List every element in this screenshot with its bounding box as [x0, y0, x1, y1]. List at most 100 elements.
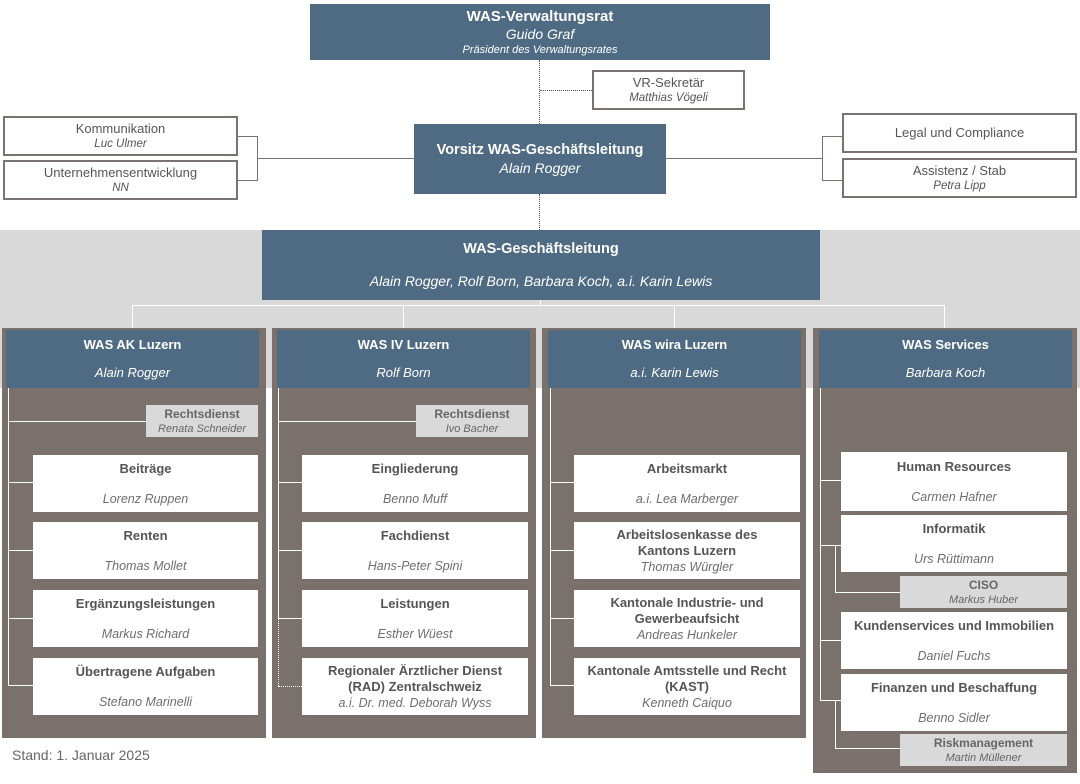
unit-box: Leistungen Esther Wüest	[302, 590, 528, 647]
org-connector	[278, 388, 279, 618]
management-title: WAS-Geschäftsleitung	[463, 241, 619, 257]
column-header: WAS wira Luzern a.i. Karin Lewis	[548, 330, 801, 388]
footer-date: Stand: 1. Januar 2025	[12, 747, 150, 763]
unit-box: Finanzen und Beschaffung Benno Sidler	[841, 674, 1067, 731]
unit-box: Kundenservices und Immobilien Daniel Fuc…	[841, 612, 1067, 669]
unit-title: Fachdienst	[380, 527, 450, 543]
left-staff-connector	[237, 136, 257, 137]
unit-name: Thomas Mollet	[104, 558, 187, 573]
management-names: Alain Rogger, Rolf Born, Barbara Koch, a…	[369, 273, 713, 289]
staff-title: Unternehmensentwicklung	[43, 165, 198, 180]
org-connector	[550, 550, 574, 551]
sub-unit-name: Martin Müllener	[945, 751, 1022, 764]
org-connector	[820, 388, 821, 701]
org-connector	[550, 388, 551, 686]
org-connector	[835, 545, 836, 593]
unit-title: Human Resources	[896, 458, 1012, 474]
staff-unternehmensentwicklung: Unternehmensentwicklung NN	[3, 160, 238, 200]
unit-title: Renten	[123, 527, 168, 543]
secretary-title: VR-Sekretär	[632, 75, 705, 90]
column-head: Rolf Born	[376, 365, 431, 380]
unit-box: Arbeitsmarkt a.i. Lea Marberger	[574, 455, 800, 512]
sub-unit-box: CISO Markus Huber	[900, 576, 1067, 608]
right-staff-connector	[822, 180, 842, 181]
unit-box: Human Resources Carmen Hafner	[841, 452, 1067, 511]
management-box: WAS-Geschäftsleitung Alain Rogger, Rolf …	[262, 230, 820, 300]
org-connector	[8, 482, 33, 483]
unit-title: Ergänzungsleistungen	[75, 595, 216, 611]
unit-box: Arbeitslosenkasse des Kantons Luzern Tho…	[574, 522, 800, 579]
org-connector	[835, 748, 900, 749]
org-connector	[8, 685, 33, 686]
org-connector	[820, 480, 841, 481]
org-connector	[820, 700, 841, 701]
unit-name: Hans-Peter Spini	[367, 558, 463, 573]
chair-management-connector	[539, 194, 540, 230]
sub-unit-title: Rechtsdienst	[434, 406, 510, 421]
column-header: WAS IV Luzern Rolf Born	[277, 330, 530, 388]
secretary-name: Matthias Vögeli	[629, 92, 708, 104]
unit-title: Beiträge	[119, 460, 172, 476]
staff-title: Kommunikation	[75, 121, 166, 136]
management-column-connector	[540, 300, 541, 306]
sub-unit-name: Markus Huber	[948, 593, 1019, 606]
unit-name: Andreas Hunkeler	[636, 627, 738, 642]
unit-name: a.i. Lea Marberger	[635, 491, 739, 506]
unit-title: Regionaler Ärztlicher Dienst (RAD) Zentr…	[327, 662, 503, 694]
staff-title: Assistenz / Stab	[912, 163, 1007, 178]
management-column-connector	[132, 305, 944, 306]
management-column-connector	[944, 305, 945, 328]
unit-name: Thomas Würgler	[640, 559, 734, 574]
column-header: WAS Services Barbara Koch	[819, 330, 1072, 388]
unit-box: Eingliederung Benno Muff	[302, 455, 528, 512]
unit-title: Arbeitsmarkt	[646, 460, 728, 476]
unit-box: Ergänzungsleistungen Markus Richard	[33, 590, 258, 647]
board-name: Guido Graf	[505, 25, 575, 42]
unit-box: Fachdienst Hans-Peter Spini	[302, 522, 528, 579]
board-role: Präsident des Verwaltungsrates	[462, 43, 618, 56]
column-title: WAS Services	[902, 337, 989, 352]
org-connector	[278, 482, 302, 483]
unit-name: Carmen Hafner	[911, 489, 997, 504]
staff-kommunikation: Kommunikation Luc Ulmer	[3, 116, 238, 156]
unit-name: Daniel Fuchs	[917, 648, 991, 663]
management-column-connector	[403, 305, 404, 328]
management-column-connector	[132, 305, 133, 328]
unit-title: Informatik	[922, 520, 986, 536]
org-connector	[550, 685, 574, 686]
unit-box: Renten Thomas Mollet	[33, 522, 258, 579]
sub-unit-title: Rechtsdienst	[164, 406, 240, 421]
right-staff-connector	[666, 158, 823, 159]
unit-title: Leistungen	[380, 595, 450, 611]
unit-box: Kantonale Amtsstelle und Recht (KAST) Ke…	[574, 658, 800, 715]
unit-title: Kantonale Industrie- und Gewerbeaufsicht	[610, 594, 764, 626]
staff-legal-compliance: Legal und Compliance	[842, 113, 1077, 153]
unit-title: Arbeitslosenkasse des Kantons Luzern	[616, 526, 758, 558]
org-connector	[8, 550, 33, 551]
chair-name: Alain Rogger	[499, 160, 581, 176]
rad-dotted-connector	[278, 686, 302, 687]
unit-title: Eingliederung	[371, 460, 459, 476]
org-connector	[835, 592, 900, 593]
right-staff-connector	[822, 136, 823, 181]
column-title: WAS wira Luzern	[621, 337, 728, 352]
org-connector	[820, 640, 841, 641]
staff-name: Luc Ulmer	[94, 138, 147, 150]
unit-box: Regionaler Ärztlicher Dienst (RAD) Zentr…	[302, 658, 528, 715]
staff-name: Petra Lipp	[933, 180, 986, 192]
unit-title: Kantonale Amtsstelle und Recht (KAST)	[587, 662, 787, 694]
unit-name: Benno Sidler	[918, 710, 990, 725]
unit-box: Kantonale Industrie- und Gewerbeaufsicht…	[574, 590, 800, 647]
unit-box: Übertragene Aufgaben Stefano Marinelli	[33, 658, 258, 715]
unit-box: Informatik Urs Rüttimann	[841, 515, 1067, 572]
unit-name: Kenneth Caiquo	[642, 695, 732, 710]
rad-dotted-connector	[278, 618, 279, 686]
unit-title: Kundenservices und Immobilien	[853, 617, 1055, 633]
staff-title: Legal und Compliance	[894, 125, 1025, 140]
org-connector	[8, 618, 33, 619]
left-staff-connector	[237, 180, 257, 181]
org-connector	[278, 618, 302, 619]
board-box: WAS-Verwaltungsrat Guido Graf Präsident …	[310, 4, 770, 60]
column-head: Alain Rogger	[94, 365, 171, 380]
unit-title: Übertragene Aufgaben	[75, 663, 216, 679]
